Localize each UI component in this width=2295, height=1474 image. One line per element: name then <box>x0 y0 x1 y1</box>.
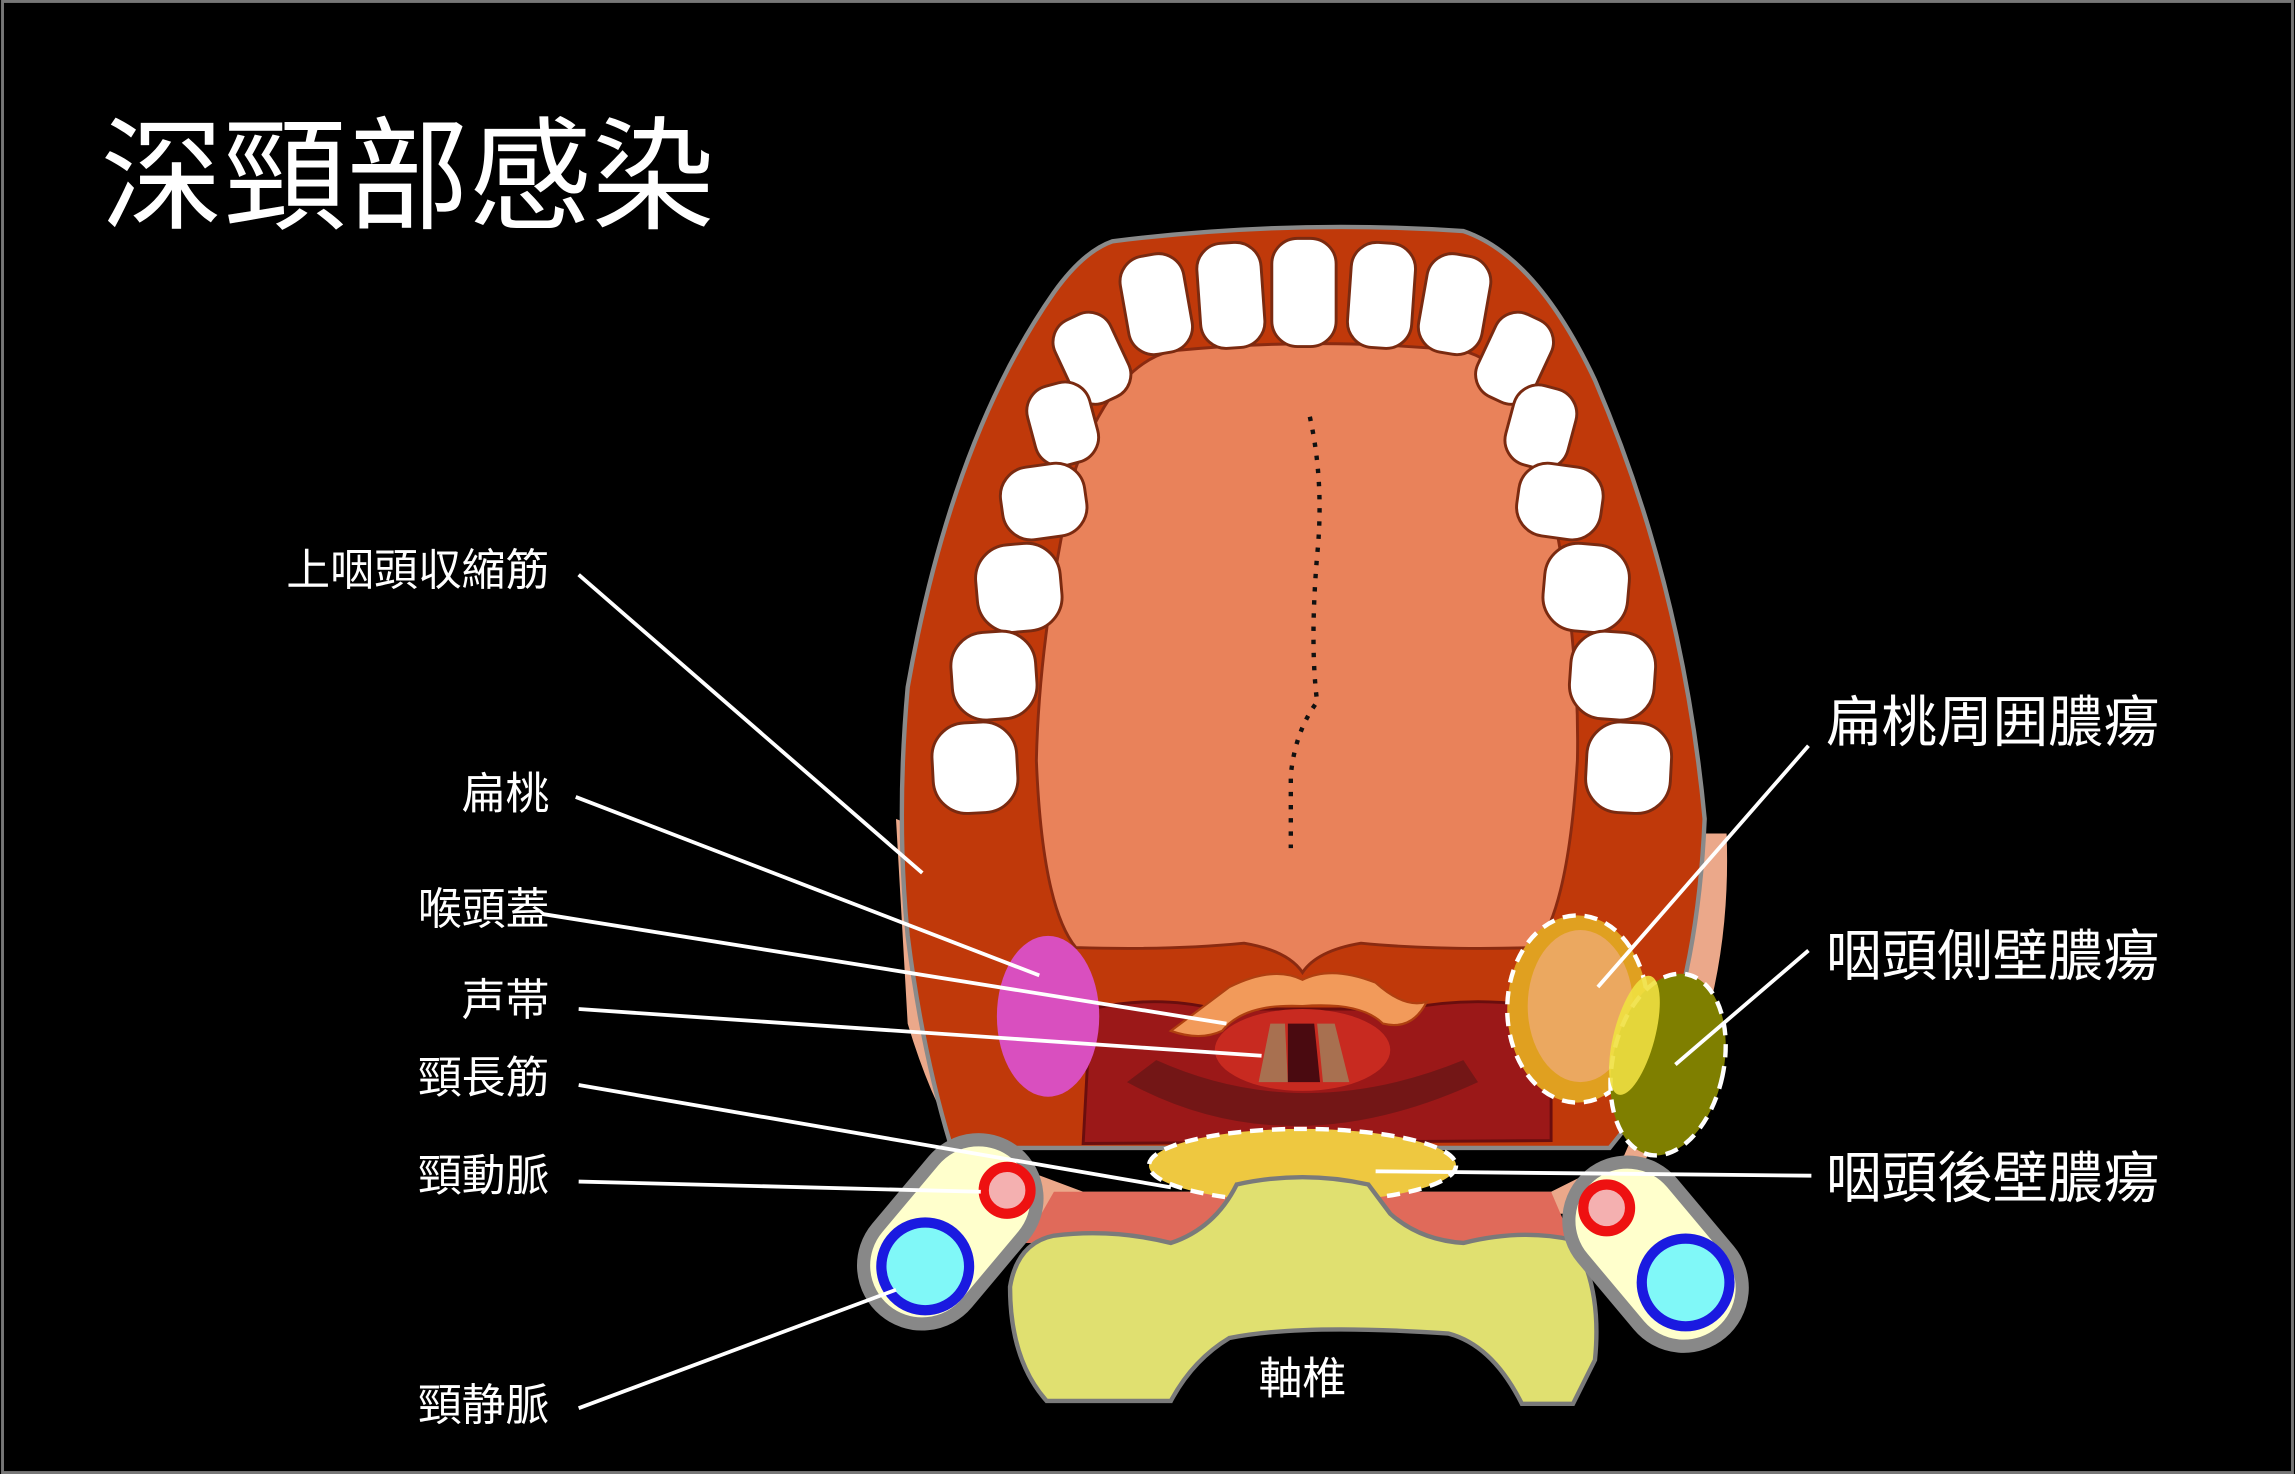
tooth <box>998 461 1089 542</box>
tooth <box>1541 541 1631 634</box>
label-epiglottis: 喉頭蓋 <box>418 884 550 935</box>
tooth <box>1416 252 1493 357</box>
label-parapharyngeal-abscess: 咽頭側壁膿瘍 <box>1826 924 2159 989</box>
tooth <box>1118 252 1194 357</box>
label-retropharyngeal-abscess: 咽頭後壁膿瘍 <box>1826 1147 2159 1212</box>
label-vocal-cords: 声帯 <box>462 975 550 1026</box>
vocal-cord-right <box>1317 1023 1350 1083</box>
vocal-cord-left <box>1258 1023 1288 1083</box>
tooth <box>1025 380 1101 468</box>
tooth <box>1584 720 1674 815</box>
jugular-vein-left <box>876 1217 975 1316</box>
tooth <box>930 720 1020 815</box>
tooth <box>1051 310 1133 406</box>
axis-label: 軸椎 <box>1259 1354 1347 1405</box>
pharynx-shadow <box>1127 1060 1478 1126</box>
epiglottis <box>1168 972 1429 1038</box>
teeth <box>930 236 1674 815</box>
tooth <box>1270 236 1338 349</box>
label-longus-colli: 頸長筋 <box>418 1052 550 1103</box>
tongue <box>1034 342 1580 976</box>
tongue-midline <box>1288 416 1322 849</box>
tooth <box>1474 310 1555 406</box>
carotid-artery-right <box>1578 1179 1636 1237</box>
label-tonsil: 扁桃 <box>462 769 550 820</box>
carotid-artery-left <box>978 1161 1036 1219</box>
tooth <box>974 541 1064 634</box>
label-superior-constrictor: 上咽頭収縮筋 <box>286 545 549 596</box>
label-peritonsillar-abscess: 扁桃周囲膿瘍 <box>1826 690 2159 755</box>
tonsil <box>996 935 1100 1097</box>
peritonsillar-abscess-core <box>1527 930 1633 1083</box>
label-carotid-artery: 頸動脈 <box>418 1150 550 1201</box>
carotid-sheath-left <box>857 1133 1044 1331</box>
label-jugular-vein: 頸静脈 <box>418 1380 550 1431</box>
glottic-gap <box>1287 1023 1321 1083</box>
page-title: 深頸部感染 <box>100 105 714 248</box>
tooth <box>1567 629 1658 722</box>
parapharyngeal-overlap <box>1609 975 1660 1095</box>
tooth <box>1345 240 1417 350</box>
jugular-vein-right <box>1636 1233 1735 1332</box>
tooth <box>1195 240 1267 350</box>
carotid-sheath-right <box>1562 1155 1749 1353</box>
tooth <box>1503 383 1579 471</box>
axis-vertebra <box>1007 1174 1599 1407</box>
tooth <box>949 629 1039 722</box>
leader-lines <box>541 573 1812 1410</box>
tooth <box>1515 461 1605 542</box>
